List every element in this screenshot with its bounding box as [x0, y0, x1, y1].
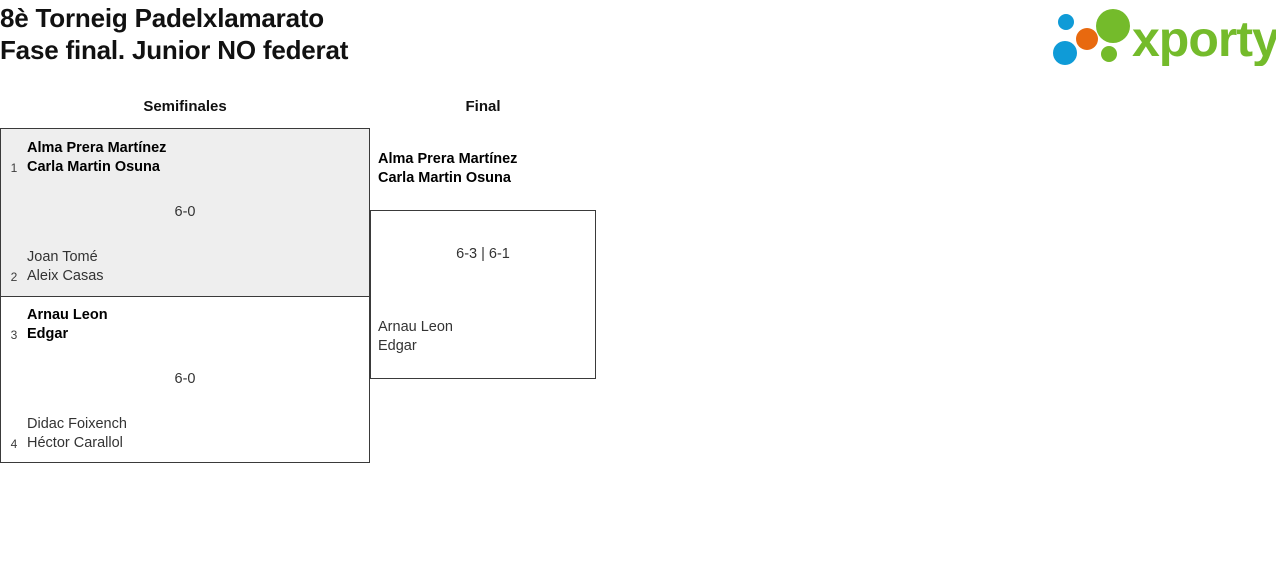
match-semifinal-2[interactable]: 3 Arnau Leon Edgar 6-0 4 Didac Foixench …	[0, 296, 370, 463]
match-semifinal-1[interactable]: 1 Alma Prera Martínez Carla Martin Osuna…	[0, 128, 370, 296]
match-score: 6-0	[174, 204, 196, 220]
final-participant-bottom[interactable]: Arnau Leon Edgar	[378, 318, 594, 356]
player-name-2: Carla Martin Osuna	[27, 159, 160, 175]
participant-names: Joan Tomé Aleix Casas	[27, 248, 104, 286]
player-name-1: Alma Prera Martínez	[378, 151, 518, 167]
xporty-logo-svg: xporty	[1053, 9, 1276, 66]
seed-number: 2	[10, 270, 18, 284]
match-participant-bottom[interactable]: 4 Didac Foixench Héctor Carallol	[1, 415, 369, 453]
match-participant-top[interactable]: 1 Alma Prera Martínez Carla Martin Osuna	[1, 139, 369, 177]
logo-dot-orange	[1076, 28, 1098, 50]
title-line-2: Fase final. Junior NO federat	[0, 35, 349, 65]
round-header-final: Final	[465, 98, 501, 115]
player-name-2: Edgar	[378, 338, 417, 354]
player-name-1: Didac Foixench	[27, 416, 127, 432]
logo-dot-blue-small	[1058, 14, 1074, 30]
match-score: 6-3 | 6-1	[456, 246, 510, 262]
page-title: 8è Torneig Padelxlamarato Fase final. Ju…	[0, 2, 348, 66]
xporty-logo[interactable]: xporty	[1048, 4, 1276, 66]
match-score: 6-0	[174, 371, 196, 387]
player-name-2: Carla Martin Osuna	[378, 170, 511, 186]
player-name-1: Joan Tomé	[27, 249, 98, 265]
logo-wordmark: xporty	[1132, 11, 1276, 66]
match-participant-bottom[interactable]: 2 Joan Tomé Aleix Casas	[1, 248, 369, 286]
match-participant-top[interactable]: 3 Arnau Leon Edgar	[1, 306, 369, 344]
participant-names: Didac Foixench Héctor Carallol	[27, 415, 127, 453]
participant-names: Arnau Leon Edgar	[27, 306, 108, 344]
seed-number: 1	[10, 161, 18, 175]
player-name-1: Alma Prera Martínez	[27, 140, 167, 156]
title-line-1: 8è Torneig Padelxlamarato	[0, 3, 324, 33]
final-participant-top[interactable]: Alma Prera Martínez Carla Martin Osuna	[378, 150, 594, 188]
logo-dot-green-small	[1101, 46, 1117, 62]
round-header-semifinales: Semifinales	[143, 98, 227, 115]
player-name-2: Aleix Casas	[27, 268, 104, 284]
match-final[interactable]: 6-3 | 6-1	[370, 210, 596, 379]
logo-dot-green-large	[1096, 9, 1130, 43]
seed-number: 4	[10, 437, 18, 451]
player-name-2: Héctor Carallol	[27, 435, 123, 451]
player-name-2: Edgar	[27, 326, 69, 342]
seed-number: 3	[10, 328, 18, 342]
participant-names: Arnau Leon Edgar	[378, 318, 594, 356]
participant-names: Alma Prera Martínez Carla Martin Osuna	[27, 139, 166, 177]
player-name-1: Arnau Leon	[378, 319, 453, 335]
logo-dot-blue-large	[1053, 41, 1077, 65]
participant-names: Alma Prera Martínez Carla Martin Osuna	[378, 150, 594, 188]
player-name-1: Arnau Leon	[27, 307, 108, 323]
